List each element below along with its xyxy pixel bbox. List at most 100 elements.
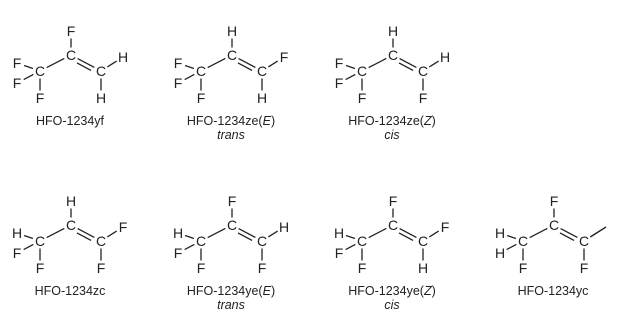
- atom-hydrogen: H: [66, 193, 76, 209]
- atom-carbon: C: [96, 63, 106, 79]
- single-bond: [345, 64, 356, 70]
- isomer-geometry-label: trans: [217, 128, 245, 142]
- atom-carbon: C: [96, 233, 106, 249]
- single-bond: [23, 243, 34, 251]
- atom-carbon: C: [357, 233, 367, 249]
- single-bond: [368, 227, 387, 239]
- atom-hydrogen: H: [227, 23, 237, 39]
- single-bond: [23, 73, 34, 81]
- atom-fluorine: F: [36, 260, 45, 276]
- stereo-descriptor: E: [263, 114, 272, 128]
- single-bond: [184, 73, 195, 81]
- atom-carbon: C: [418, 63, 428, 79]
- atom-hydrogen: H: [257, 90, 267, 106]
- atom-hydrogen: H: [334, 225, 344, 241]
- molecule-name-label: HFO-1234ze(E): [187, 114, 275, 128]
- atom-hydrogen: H: [495, 225, 505, 241]
- double-bond-line-1: [399, 57, 417, 69]
- single-bond: [184, 234, 195, 240]
- single-bond: [368, 57, 387, 69]
- atom-fluorine: F: [13, 245, 22, 261]
- atom-hydrogen: H: [495, 245, 505, 261]
- atom-fluorine: F: [174, 245, 183, 261]
- atom-hydrogen: H: [118, 49, 128, 65]
- atom-carbon: C: [66, 47, 76, 63]
- methyl-stub-bond: [589, 226, 607, 238]
- stereo-descriptor: Z: [423, 284, 432, 298]
- atom-hydrogen: H: [388, 23, 398, 39]
- single-bond: [184, 243, 195, 251]
- single-bond: [207, 57, 226, 69]
- atom-carbon: C: [549, 217, 559, 233]
- stereo-descriptor: Z: [423, 114, 432, 128]
- atom-carbon: C: [66, 217, 76, 233]
- atom-fluorine: F: [335, 55, 344, 71]
- atom-carbon: C: [257, 233, 267, 249]
- atom-fluorine: F: [280, 49, 289, 65]
- atom-carbon: C: [196, 233, 206, 249]
- atom-carbon: C: [357, 63, 367, 79]
- double-bond-line-2: [559, 232, 575, 242]
- double-bond-line-1: [238, 227, 256, 239]
- atom-fluorine: F: [580, 260, 589, 276]
- isomer-geometry-label: trans: [217, 298, 245, 312]
- single-bond: [46, 57, 65, 69]
- single-bond: [428, 60, 440, 68]
- atom-hydrogen: H: [12, 225, 22, 241]
- atom-fluorine: F: [97, 260, 106, 276]
- double-bond-line-1: [77, 227, 95, 239]
- atom-fluorine: F: [119, 219, 128, 235]
- single-bond: [207, 227, 226, 239]
- atom-hydrogen: H: [418, 260, 428, 276]
- atom-carbon: C: [35, 63, 45, 79]
- single-bond: [23, 234, 34, 240]
- atom-fluorine: F: [197, 90, 206, 106]
- molecule-name-label: HFO-1234ye(E): [187, 284, 275, 298]
- single-bond: [345, 243, 356, 251]
- atom-fluorine: F: [197, 260, 206, 276]
- single-bond: [46, 227, 65, 239]
- atom-fluorine: F: [441, 219, 450, 235]
- double-bond-line-2: [76, 232, 92, 242]
- atom-fluorine: F: [419, 90, 428, 106]
- double-bond-line-1: [399, 227, 417, 239]
- atom-fluorine: F: [258, 260, 267, 276]
- atom-fluorine: F: [389, 193, 398, 209]
- single-bond: [106, 60, 118, 68]
- atom-carbon: C: [388, 217, 398, 233]
- atom-fluorine: F: [358, 260, 367, 276]
- single-bond: [23, 64, 34, 70]
- atom-carbon: C: [388, 47, 398, 63]
- atom-fluorine: F: [13, 55, 22, 71]
- atom-fluorine: F: [36, 90, 45, 106]
- atom-carbon: C: [257, 63, 267, 79]
- double-bond-line-2: [237, 232, 253, 242]
- single-bond: [267, 230, 279, 238]
- double-bond-line-1: [238, 57, 256, 69]
- atom-fluorine: F: [67, 23, 76, 39]
- atom-carbon: C: [227, 47, 237, 63]
- single-bond: [267, 60, 279, 68]
- molecule-name-label: HFO-1234yf: [36, 114, 105, 128]
- double-bond-line-1: [560, 227, 578, 239]
- atom-carbon: C: [196, 63, 206, 79]
- double-bond-line-2: [76, 62, 92, 72]
- double-bond-line-2: [398, 62, 414, 72]
- molecule-name-label: HFO-1234yc: [518, 284, 589, 298]
- atom-carbon: C: [418, 233, 428, 249]
- atom-fluorine: F: [335, 245, 344, 261]
- atom-carbon: C: [579, 233, 589, 249]
- single-bond: [529, 227, 548, 239]
- atom-carbon: C: [227, 217, 237, 233]
- atom-fluorine: F: [519, 260, 528, 276]
- atom-hydrogen: H: [440, 49, 450, 65]
- atom-fluorine: F: [228, 193, 237, 209]
- isomer-geometry-label: cis: [384, 298, 399, 312]
- isomer-geometry-label: cis: [384, 128, 399, 142]
